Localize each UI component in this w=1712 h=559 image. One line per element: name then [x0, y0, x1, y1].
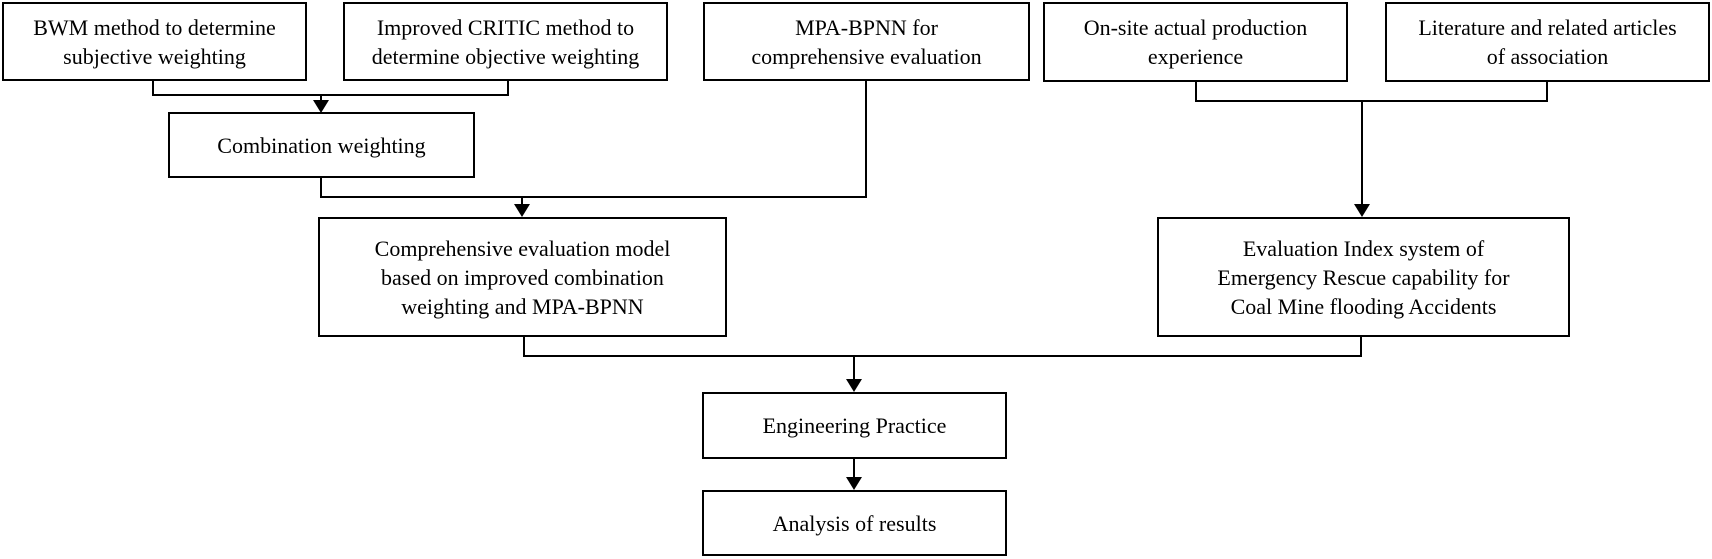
edge-onsite-stub [1195, 81, 1197, 102]
node-mpa-bpnn: MPA-BPNN for comprehensive evaluation [703, 2, 1030, 81]
node-onsite-experience-label: On-site actual production experience [1083, 15, 1308, 69]
node-comprehensive-model: Comprehensive evaluation model based on … [318, 217, 727, 337]
node-combination-weighting-label: Combination weighting [217, 132, 426, 158]
edge-merge-index-hline [1195, 100, 1548, 102]
edge-index-stub [1360, 336, 1362, 357]
node-comprehensive-model-label: Comprehensive evaluation model based on … [374, 235, 671, 319]
node-onsite-experience: On-site actual production experience [1043, 2, 1348, 82]
node-improved-critic-label: Improved CRITIC method to determine obje… [371, 14, 640, 69]
edge-merge-engineering-hline [523, 355, 1362, 357]
edge-to-engineering-line [853, 355, 855, 381]
node-combination-weighting: Combination weighting [168, 112, 475, 178]
edge-mpa-bpnn-stub [865, 80, 867, 198]
arrow-down-icon-combination [313, 100, 329, 113]
edge-to-combination-line [320, 94, 322, 102]
node-engineering-practice: Engineering Practice [702, 392, 1007, 459]
arrow-down-icon-model [514, 204, 530, 217]
node-engineering-practice-label: Engineering Practice [762, 413, 947, 438]
edge-merge-weighting-hline [152, 94, 509, 96]
node-bwm-method: BWM method to determine subjective weigh… [2, 2, 307, 81]
edge-engineering-stub [853, 458, 855, 479]
arrow-down-icon-engineering [846, 379, 862, 392]
edge-critic-stub [507, 80, 509, 96]
edge-to-index-line [1361, 100, 1363, 205]
node-literature-articles-label: Literature and related articles of assoc… [1418, 15, 1677, 69]
node-analysis-results-label: Analysis of results [772, 510, 937, 536]
edge-model-stub [523, 336, 525, 357]
edge-merge-model-hline [320, 196, 867, 198]
node-mpa-bpnn-label: MPA-BPNN for comprehensive evaluation [751, 14, 982, 69]
node-analysis-results: Analysis of results [702, 490, 1007, 556]
edge-to-model-line [521, 196, 523, 206]
arrow-down-icon-index [1354, 204, 1370, 217]
node-bwm-method-label: BWM method to determine subjective weigh… [33, 14, 276, 69]
edge-literature-stub [1546, 81, 1548, 102]
arrow-down-icon-analysis [846, 477, 862, 490]
node-literature-articles: Literature and related articles of assoc… [1385, 2, 1710, 82]
node-evaluation-index-system: Evaluation Index system of Emergency Res… [1157, 217, 1570, 337]
edge-bwm-stub [152, 80, 154, 96]
edge-combination-stub [320, 177, 322, 198]
node-improved-critic: Improved CRITIC method to determine obje… [343, 2, 668, 81]
node-evaluation-index-system-label: Evaluation Index system of Emergency Res… [1217, 235, 1510, 319]
